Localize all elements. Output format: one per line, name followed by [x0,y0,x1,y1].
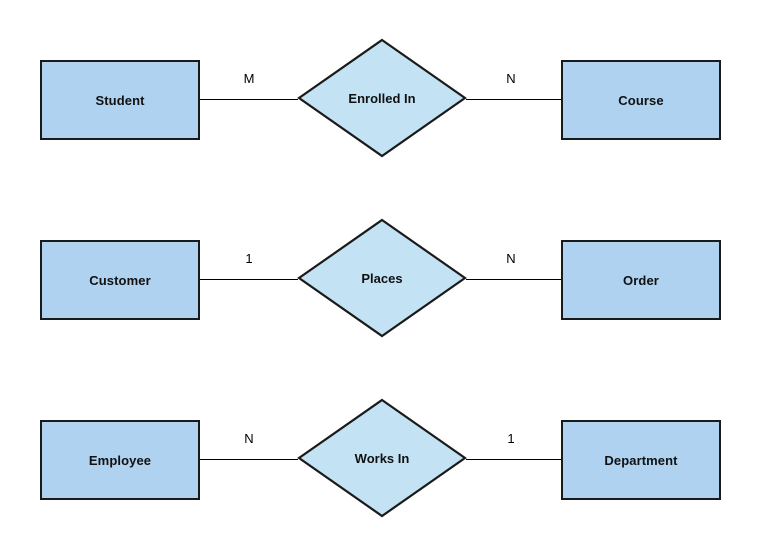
er-relationship-row: Customer 1 Places N Order [0,218,761,380]
entity-box-employee[interactable]: Employee [40,420,200,500]
cardinality-label-right: N [506,251,516,266]
cardinality-label-right: 1 [507,431,515,446]
relationship-diamond-enrolled-in[interactable]: Enrolled In [297,38,467,158]
entity-label: Department [604,452,678,468]
cardinality-label-left: 1 [245,251,253,266]
relationship-diamond-works-in[interactable]: Works In [297,398,467,518]
cardinality-label-right: N [506,71,516,86]
entity-label: Course [618,92,664,108]
diamond-shape-icon [297,38,467,158]
entity-box-department[interactable]: Department [561,420,721,500]
connector-line-right [466,279,562,280]
entity-box-order[interactable]: Order [561,240,721,320]
diamond-shape-icon [297,218,467,338]
entity-label: Customer [89,272,151,288]
diamond-shape-icon [297,398,467,518]
connector-line-left [200,279,298,280]
cardinality-label-left: N [244,431,254,446]
cardinality-label-left: M [243,71,255,86]
connector-line-right [466,99,562,100]
er-relationship-row: Employee N Works In 1 Department [0,398,761,560]
relationship-diamond-places[interactable]: Places [297,218,467,338]
entity-label: Employee [88,452,152,468]
connector-line-left [200,99,298,100]
entity-label: Student [95,92,145,108]
connector-line-left [200,459,298,460]
entity-label: Order [623,272,659,288]
entity-box-student[interactable]: Student [40,60,200,140]
entity-box-course[interactable]: Course [561,60,721,140]
er-relationship-row: Student M Enrolled In N Course [0,38,761,200]
entity-box-customer[interactable]: Customer [40,240,200,320]
connector-line-right [466,459,562,460]
